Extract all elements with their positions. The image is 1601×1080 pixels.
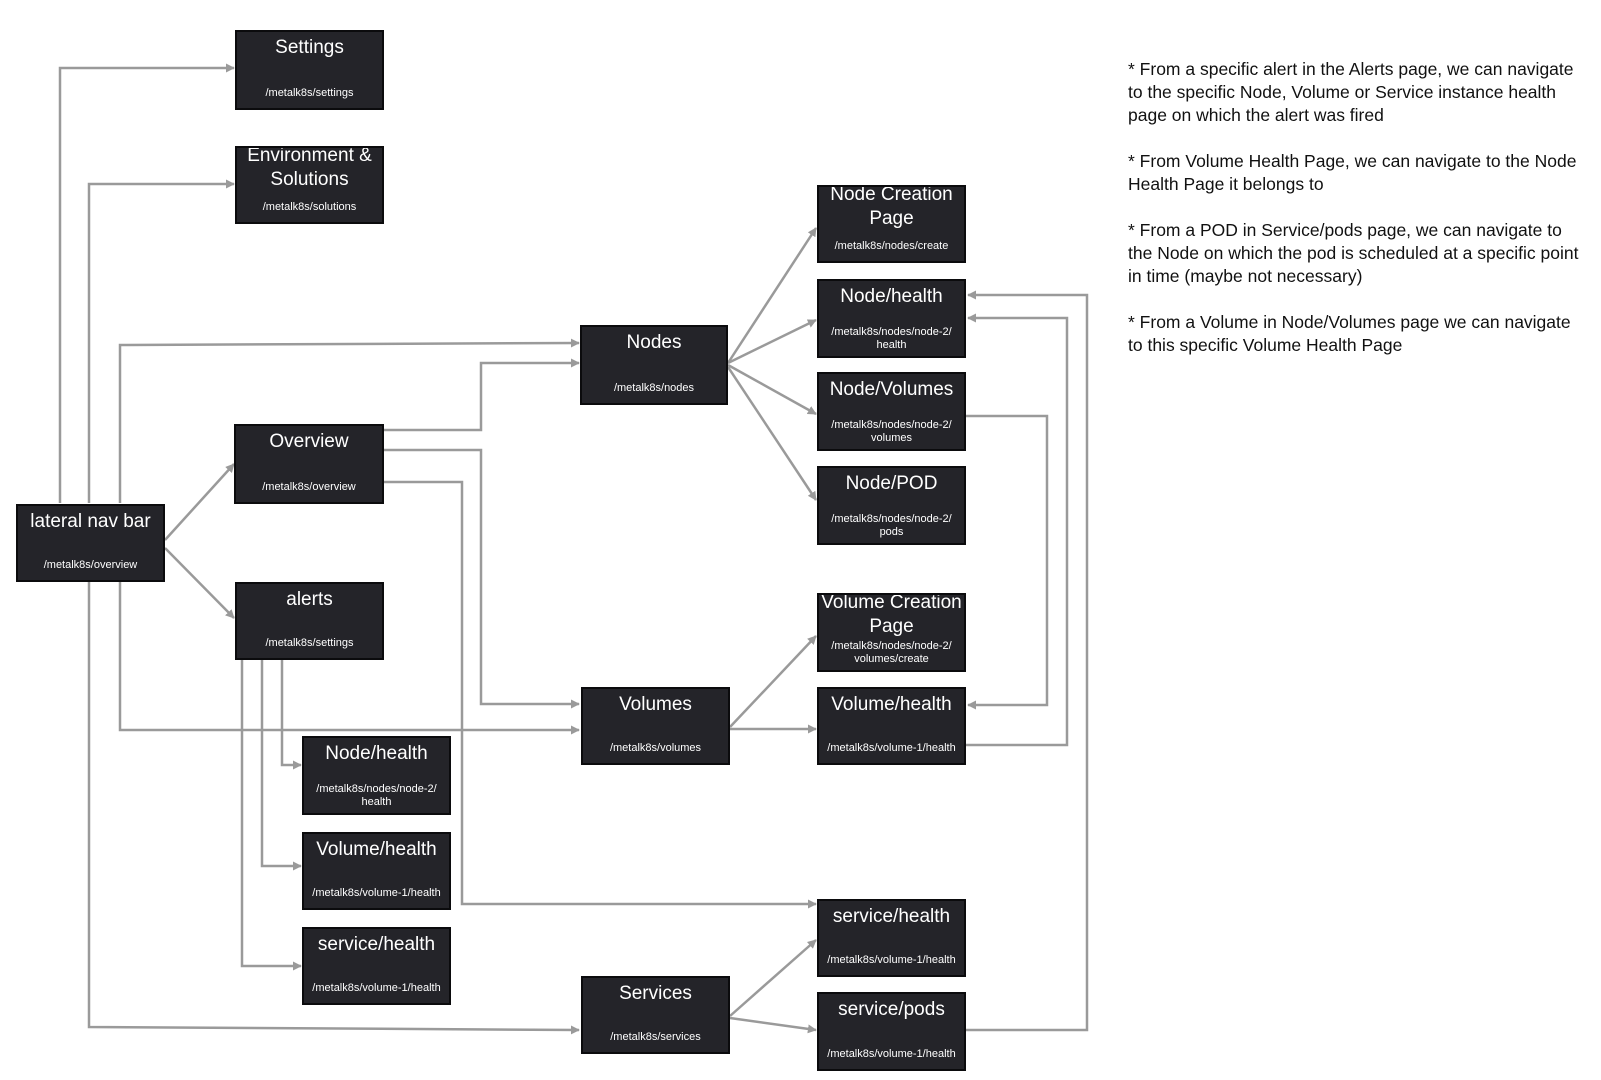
edge-nodes-creation <box>726 227 818 364</box>
node-path: /metalk8s/volume-1/health <box>312 982 441 994</box>
node-title: Node/Volumes <box>829 379 954 400</box>
edge-volumes-creation <box>729 635 817 728</box>
node-title: Node/health <box>325 743 428 764</box>
volumes-node[interactable]: Volumes /metalk8s/volumes <box>581 687 730 765</box>
node-title: Volumes <box>619 694 692 715</box>
node-path: /metalk8s/settings <box>265 637 354 649</box>
alerts-volume-health-node[interactable]: Volume/health /metalk8s/volume-1/health <box>302 832 451 910</box>
node-volumes-node[interactable]: Node/Volumes /metalk8s/nodes/node-2/ vol… <box>817 372 966 451</box>
volume-health-node[interactable]: Volume/health /metalk8s/volume-1/health <box>817 687 966 765</box>
note-alerts: * From a specific alert in the Alerts pa… <box>1128 59 1574 125</box>
node-path: /metalk8s/nodes/node-2/ health <box>316 783 437 808</box>
note-node-volumes: * From a Volume in Node/Volumes page we … <box>1128 312 1571 355</box>
node-path: /metalk8s/volumes <box>609 742 702 754</box>
edge-services-health <box>729 939 817 1017</box>
note-volume-health: * From Volume Health Page, we can naviga… <box>1128 151 1577 194</box>
node-title: Volume Creation Page <box>821 593 962 637</box>
overview-node[interactable]: Overview /metalk8s/overview <box>234 424 384 504</box>
node-title: service/health <box>317 934 436 955</box>
node-title: Volume/health <box>831 694 952 715</box>
lateral-nav-bar-node[interactable]: lateral nav bar /metalk8s/overview <box>16 504 165 582</box>
settings-node[interactable]: Settings /metalk8s/settings <box>235 30 384 110</box>
node-title: Settings <box>275 37 344 58</box>
node-title: alerts <box>286 589 333 610</box>
node-path: /metalk8s/nodes/create <box>834 240 949 252</box>
edge-nav-overview <box>164 463 235 541</box>
node-health-node[interactable]: Node/health /metalk8s/nodes/node-2/ heal… <box>817 279 966 358</box>
node-path: /metalk8s/volume-1/health <box>827 1048 956 1060</box>
node-path: /metalk8s/overview <box>262 481 356 493</box>
node-title: Node Creation Page <box>830 185 953 229</box>
alerts-service-health-node[interactable]: service/health /metalk8s/volume-1/health <box>302 927 451 1005</box>
services-node[interactable]: Services /metalk8s/services <box>581 976 730 1054</box>
edge-alerts-volume-health <box>260 660 302 871</box>
node-path: /metalk8s/settings <box>265 87 354 99</box>
edge-nav-volumes <box>118 578 580 735</box>
node-title: service/health <box>832 906 951 927</box>
edge-nav-alerts <box>164 547 235 619</box>
node-creation-page-node[interactable]: Node Creation Page /metalk8s/nodes/creat… <box>817 185 966 263</box>
edge-nav-nodes <box>118 338 580 503</box>
node-path: /metalk8s/solutions <box>262 201 357 213</box>
volume-creation-page-node[interactable]: Volume Creation Page /metalk8s/nodes/nod… <box>817 593 966 672</box>
edge-alerts-service-health <box>240 660 302 971</box>
edge-nodes-health <box>727 318 817 365</box>
node-path: /metalk8s/volume-1/health <box>827 954 956 966</box>
node-title: Environment & Solutions <box>247 146 372 190</box>
node-title: Node/POD <box>845 473 938 494</box>
node-path: /metalk8s/overview <box>43 559 138 571</box>
edge-alerts-node-health <box>280 660 302 770</box>
environment-solutions-node[interactable]: Environment & Solutions /metalk8s/soluti… <box>235 146 384 224</box>
node-path: /metalk8s/volume-1/health <box>312 887 441 899</box>
edge-nodes-pod <box>726 366 818 501</box>
node-path: /metalk8s/nodes/node-2/ volumes <box>831 419 952 444</box>
edge-services-pods <box>729 1016 817 1034</box>
edge-nav-settings <box>58 63 235 503</box>
node-title: Services <box>619 983 692 1004</box>
node-path: /metalk8s/nodes <box>613 382 695 394</box>
node-title: lateral nav bar <box>30 511 151 532</box>
edge-overview-service-health <box>384 480 817 909</box>
edge-nav-services <box>87 578 580 1035</box>
node-title: Node/health <box>840 286 943 307</box>
node-title: Volume/health <box>316 839 437 860</box>
edge-overview-volumes <box>384 448 580 709</box>
node-path: /metalk8s/nodes/node-2/ pods <box>831 513 952 538</box>
edge-nav-environment <box>87 179 235 503</box>
note-service-pods: * From a POD in Service/pods page, we ca… <box>1128 220 1579 286</box>
edge-nodes-volumes <box>727 363 817 416</box>
node-title: service/pods <box>838 999 945 1020</box>
node-title: Overview <box>269 431 349 452</box>
node-title: Nodes <box>626 332 682 353</box>
edge-node-volumes-volume-health <box>966 414 1049 710</box>
node-path: /metalk8s/services <box>610 1031 701 1043</box>
node-pod-node[interactable]: Node/POD /metalk8s/nodes/node-2/ pods <box>817 466 966 545</box>
alerts-node[interactable]: alerts /metalk8s/settings <box>235 582 384 660</box>
notes-panel: * From a specific alert in the Alerts pa… <box>1128 58 1588 380</box>
nodes-node[interactable]: Nodes /metalk8s/nodes <box>580 325 728 405</box>
alerts-node-health-node[interactable]: Node/health /metalk8s/nodes/node-2/ heal… <box>302 736 451 815</box>
node-path: /metalk8s/nodes/node-2/ health <box>831 326 952 351</box>
service-health-node[interactable]: service/health /metalk8s/volume-1/health <box>817 899 966 977</box>
service-pods-node[interactable]: service/pods /metalk8s/volume-1/health <box>817 992 966 1071</box>
edge-service-pods-node-health <box>966 290 1089 1032</box>
node-path: /metalk8s/nodes/node-2/ volumes/create <box>831 640 952 665</box>
node-path: /metalk8s/volume-1/health <box>827 742 956 754</box>
edge-volume-health-node-health <box>966 313 1069 747</box>
edge-overview-nodes <box>384 358 580 432</box>
